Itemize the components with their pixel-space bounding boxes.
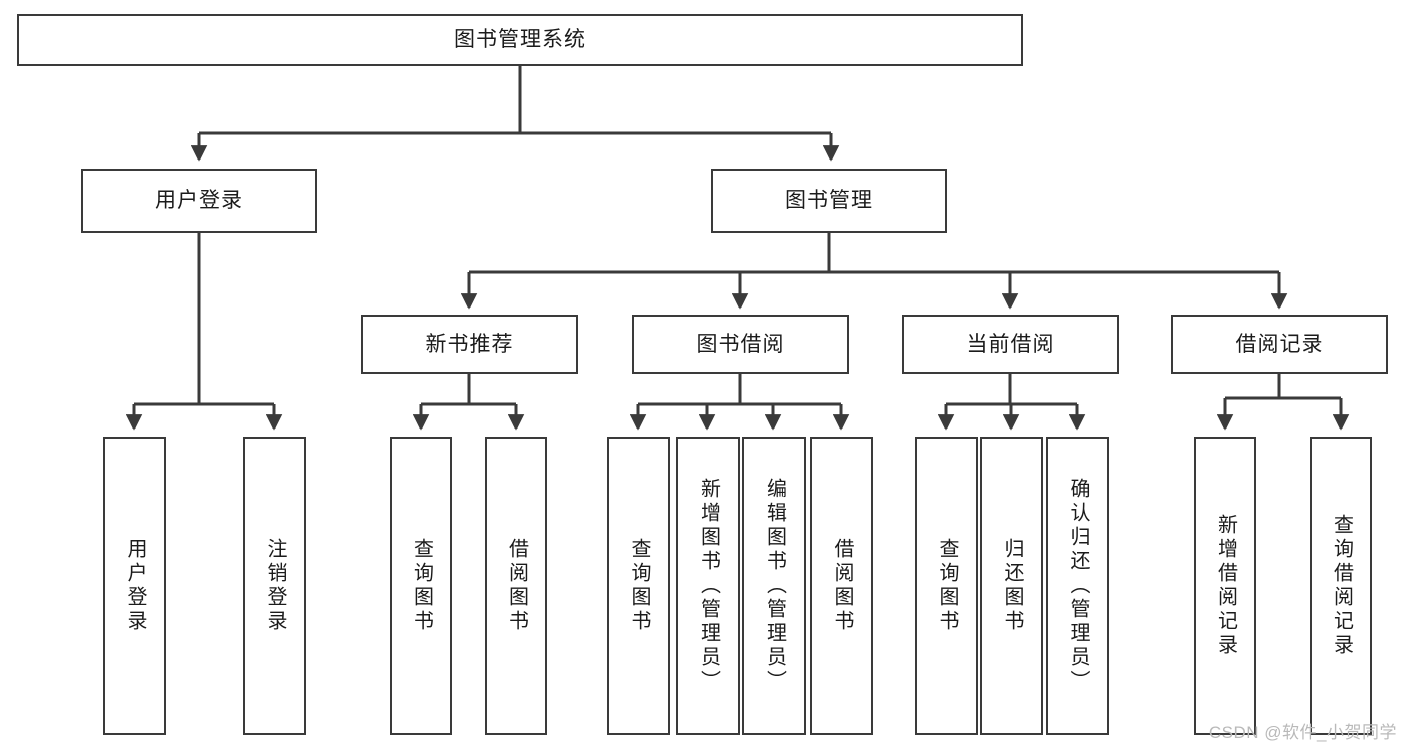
- node-current-borrow[interactable]: 当前借阅: [902, 315, 1119, 374]
- node-leaf-rec-add[interactable]: 新增借阅记录: [1194, 437, 1256, 735]
- node-new-book-rec-label: 新书推荐: [425, 332, 514, 356]
- node-book-manage[interactable]: 图书管理: [711, 169, 947, 233]
- node-leaf-cur-query[interactable]: 查询图书: [915, 437, 978, 735]
- node-leaf-borrow-edit-label: 编辑图书（管理员）: [763, 478, 786, 694]
- node-leaf-borrow-query-label: 查询图书: [628, 538, 650, 634]
- node-book-borrow-label: 图书借阅: [696, 332, 785, 356]
- node-borrow-record-label: 借阅记录: [1235, 332, 1324, 356]
- node-new-book-rec[interactable]: 新书推荐: [361, 315, 578, 374]
- node-leaf-borrow-add[interactable]: 新增图书（管理员）: [676, 437, 740, 735]
- node-leaf-cur-return[interactable]: 归还图书: [980, 437, 1043, 735]
- node-root[interactable]: 图书管理系统: [17, 14, 1023, 66]
- node-user-login[interactable]: 用户登录: [81, 169, 317, 233]
- node-current-borrow-label: 当前借阅: [966, 332, 1055, 356]
- node-leaf-rec-borrow[interactable]: 借阅图书: [485, 437, 547, 735]
- node-leaf-rec-query2[interactable]: 查询借阅记录: [1310, 437, 1372, 735]
- node-leaf-borrow-edit[interactable]: 编辑图书（管理员）: [742, 437, 806, 735]
- node-leaf-borrow-lend-label: 借阅图书: [831, 538, 853, 634]
- node-leaf-rec-borrow-label: 借阅图书: [505, 538, 528, 634]
- node-leaf-rec-query[interactable]: 查询图书: [390, 437, 452, 735]
- node-leaf-borrow-lend[interactable]: 借阅图书: [810, 437, 873, 735]
- node-leaf-cur-confirm[interactable]: 确认归还（管理员）: [1046, 437, 1109, 735]
- node-book-manage-label: 图书管理: [785, 189, 873, 213]
- watermark-text: CSDN @软件_小贺同学: [1208, 723, 1397, 742]
- node-leaf-user-login-label: 用户登录: [124, 538, 146, 634]
- node-book-borrow[interactable]: 图书借阅: [632, 315, 849, 374]
- node-leaf-rec-add-label: 新增借阅记录: [1214, 514, 1237, 658]
- node-leaf-cur-return-label: 归还图书: [1001, 538, 1023, 634]
- node-leaf-cur-query-label: 查询图书: [936, 538, 958, 634]
- node-root-label: 图书管理系统: [454, 28, 586, 52]
- node-leaf-borrow-query[interactable]: 查询图书: [607, 437, 670, 735]
- node-leaf-user-login[interactable]: 用户登录: [103, 437, 166, 735]
- node-leaf-borrow-add-label: 新增图书（管理员）: [697, 478, 720, 694]
- node-leaf-user-logout-label: 注销登录: [264, 538, 286, 634]
- node-leaf-cur-confirm-label: 确认归还（管理员）: [1067, 478, 1089, 694]
- node-borrow-record[interactable]: 借阅记录: [1171, 315, 1388, 374]
- node-leaf-rec-query2-label: 查询借阅记录: [1330, 514, 1353, 658]
- node-leaf-rec-query-label: 查询图书: [410, 538, 433, 634]
- node-user-login-label: 用户登录: [155, 189, 243, 213]
- node-leaf-user-logout[interactable]: 注销登录: [243, 437, 306, 735]
